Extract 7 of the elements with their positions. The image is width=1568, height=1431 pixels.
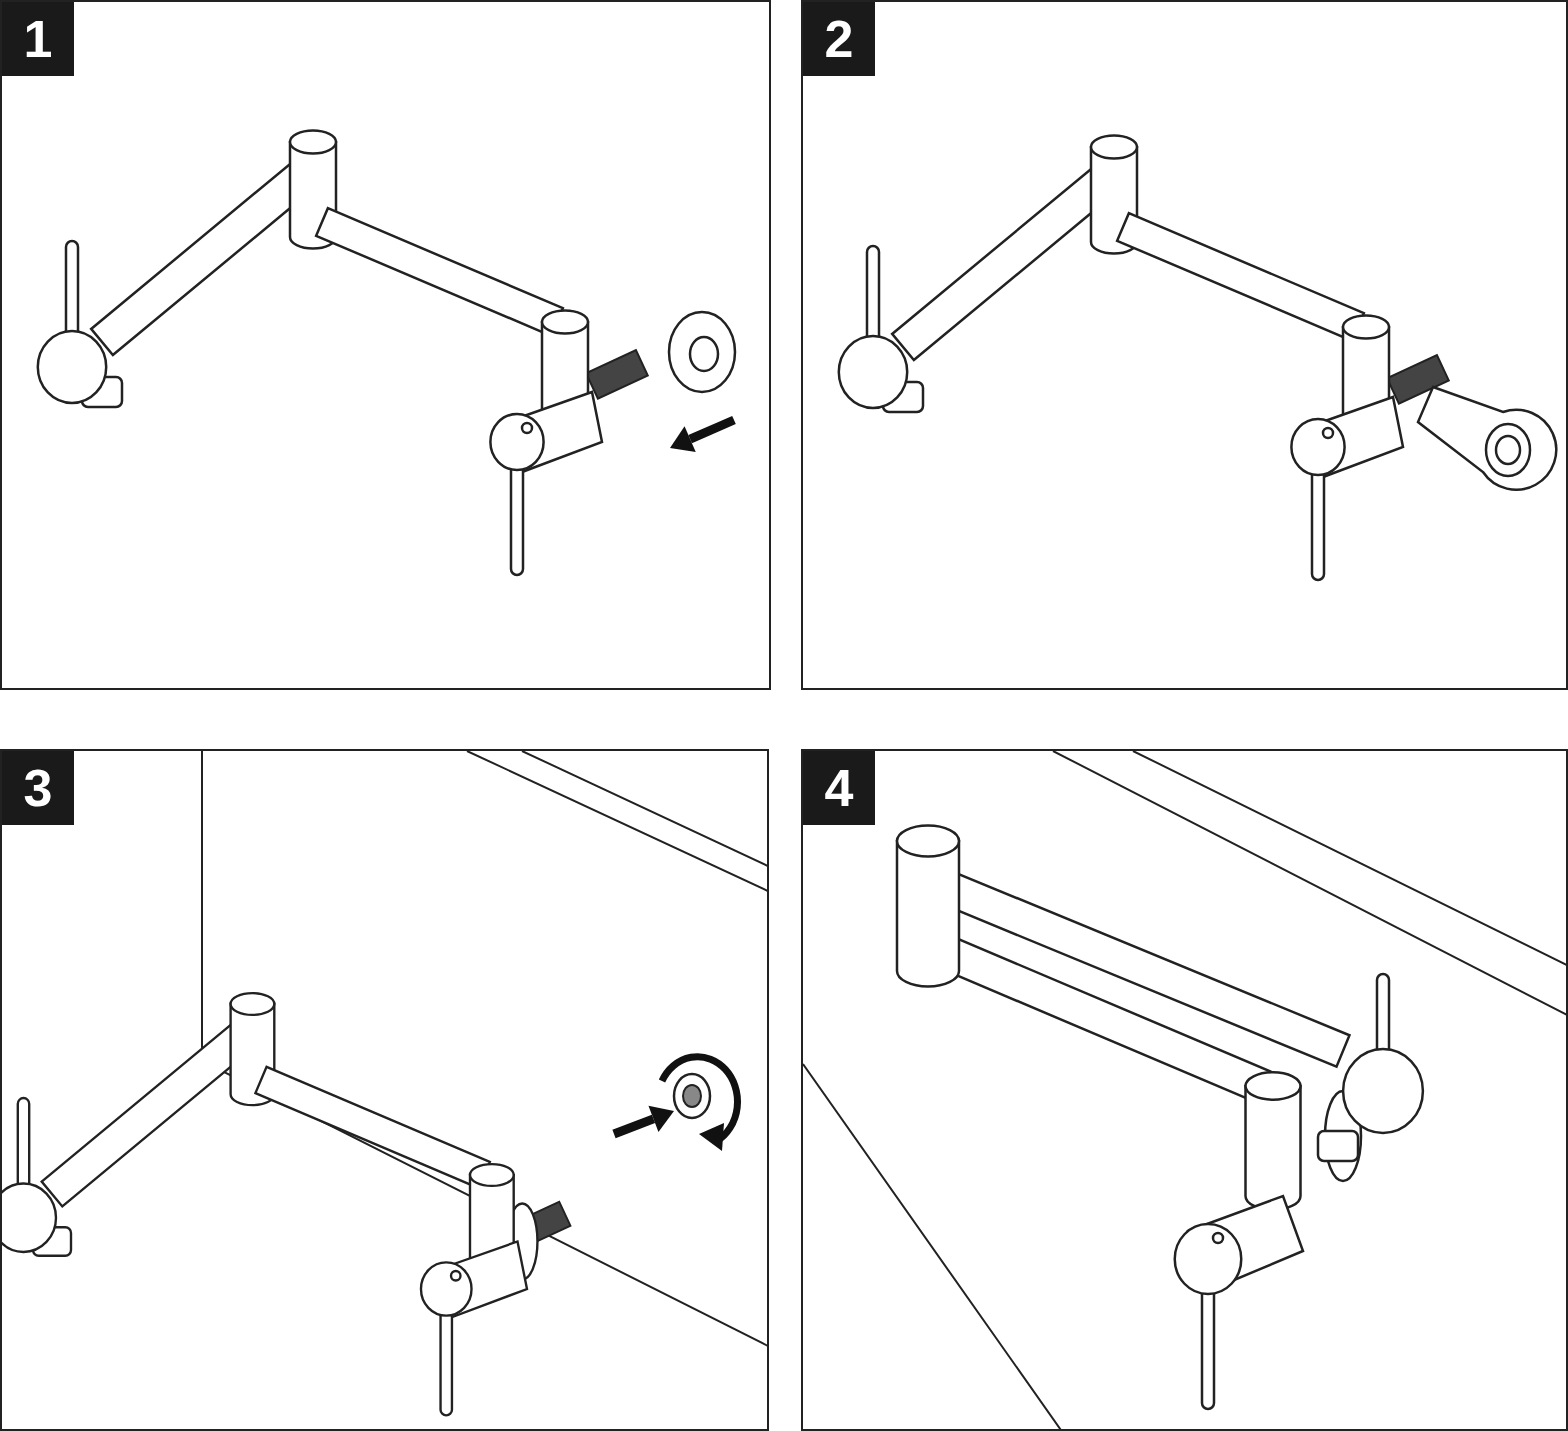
step-number: 2 <box>803 2 875 76</box>
step-panel <box>801 0 1568 690</box>
step-number: 3 <box>2 751 74 825</box>
step-number: 1 <box>2 2 74 76</box>
step-number: 4 <box>803 751 875 825</box>
step-panel <box>0 0 771 690</box>
step-panel <box>0 749 769 1431</box>
